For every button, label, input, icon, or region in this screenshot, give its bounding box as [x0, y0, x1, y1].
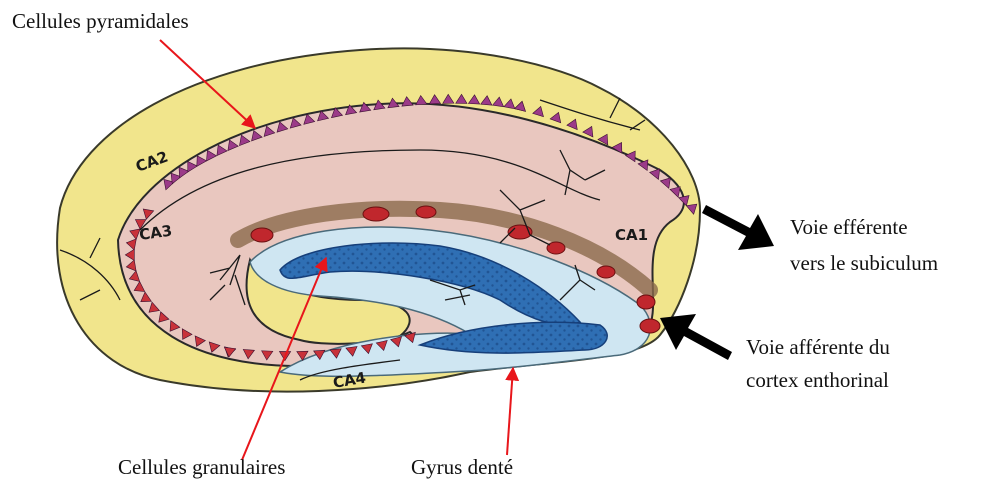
label-pyramidal-cells: Cellules pyramidales — [12, 8, 189, 34]
pointer-arrow-dentate — [507, 368, 513, 455]
label-afferent-line2: cortex enthorinal — [746, 367, 889, 393]
afferent-pathway-arrow — [660, 314, 732, 360]
region-ca1-label: CA1 — [615, 226, 648, 244]
label-afferent-line1: Voie afférente du — [746, 334, 890, 360]
label-efferent-line1: Voie efférente — [790, 214, 908, 240]
label-dentate-gyrus: Gyrus denté — [411, 454, 513, 480]
efferent-pathway-arrow — [702, 205, 774, 250]
label-efferent-line2: vers le subiculum — [790, 250, 938, 276]
label-granular-cells: Cellules granulaires — [118, 454, 285, 480]
